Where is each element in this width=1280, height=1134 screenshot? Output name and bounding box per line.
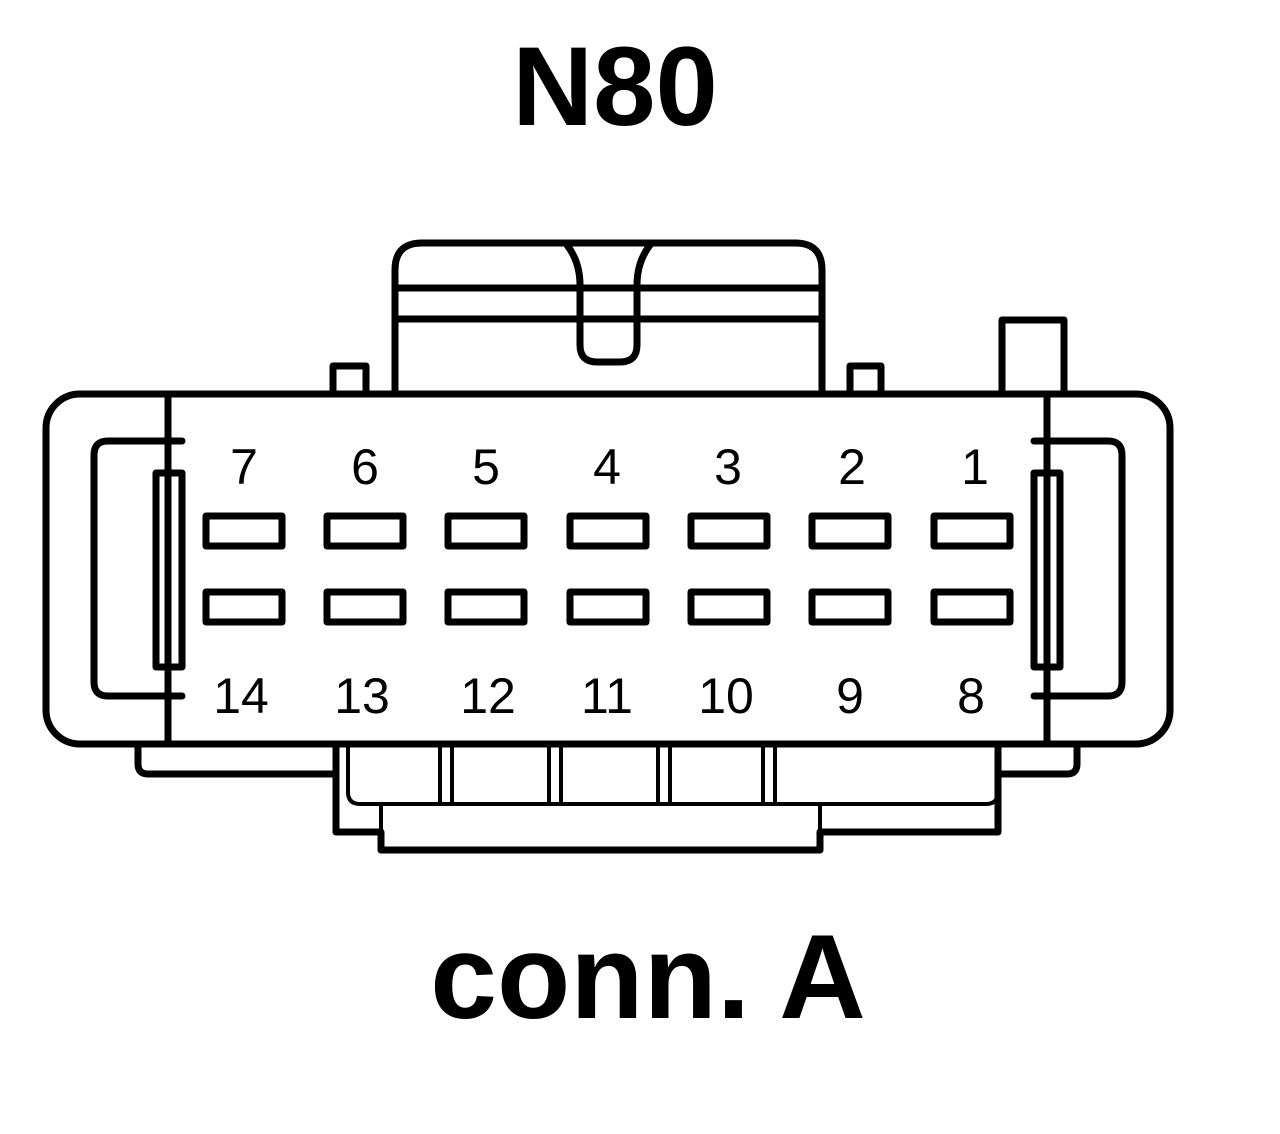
- pin-cavity: [808, 512, 892, 550]
- pin-label-6: 6: [351, 439, 379, 495]
- pin-label-2: 2: [838, 439, 866, 495]
- pin-label-4: 4: [593, 439, 621, 495]
- top-latch: [391, 239, 826, 396]
- pin-label-11: 11: [581, 668, 633, 724]
- pin-cavity: [323, 512, 407, 550]
- pin-label-10: 10: [698, 668, 754, 724]
- pin-label-13: 13: [334, 668, 390, 724]
- pin-label-1: 1: [961, 439, 989, 495]
- pin-labels-top: 7 6 5 4 3 2 1: [230, 439, 989, 495]
- pin-labels-bottom: 14 13 12 11 10 9 8: [213, 668, 985, 724]
- pin-cavity: [930, 588, 1014, 626]
- pin-cavity: [323, 588, 407, 626]
- pin-label-3: 3: [714, 439, 742, 495]
- pin-label-12: 12: [460, 668, 516, 724]
- pin-row-bottom: [202, 588, 1014, 626]
- pin-cavity: [930, 512, 1014, 550]
- pin-cavity: [566, 588, 650, 626]
- bottom-housing: [134, 740, 1081, 854]
- connector-body: [42, 390, 1174, 748]
- top-tabs: [329, 316, 1068, 396]
- pin-cavity: [444, 588, 528, 626]
- pin-row-top: [202, 512, 1014, 550]
- pin-cavity: [687, 588, 771, 626]
- pin-cavity: [202, 588, 286, 626]
- pin-cavity: [687, 512, 771, 550]
- pin-label-7: 7: [230, 439, 258, 495]
- pin-cavity: [444, 512, 528, 550]
- pin-cavity: [202, 512, 286, 550]
- pin-cavity: [566, 512, 650, 550]
- connector-title: N80: [512, 24, 717, 149]
- pin-label-9: 9: [836, 668, 864, 724]
- pin-label-14: 14: [213, 668, 269, 724]
- connector-caption: conn. A: [430, 910, 866, 1044]
- pin-label-5: 5: [472, 439, 500, 495]
- pin-label-8: 8: [957, 668, 985, 724]
- pin-cavity: [808, 588, 892, 626]
- right-clip: [1030, 437, 1126, 700]
- left-clip: [90, 437, 186, 700]
